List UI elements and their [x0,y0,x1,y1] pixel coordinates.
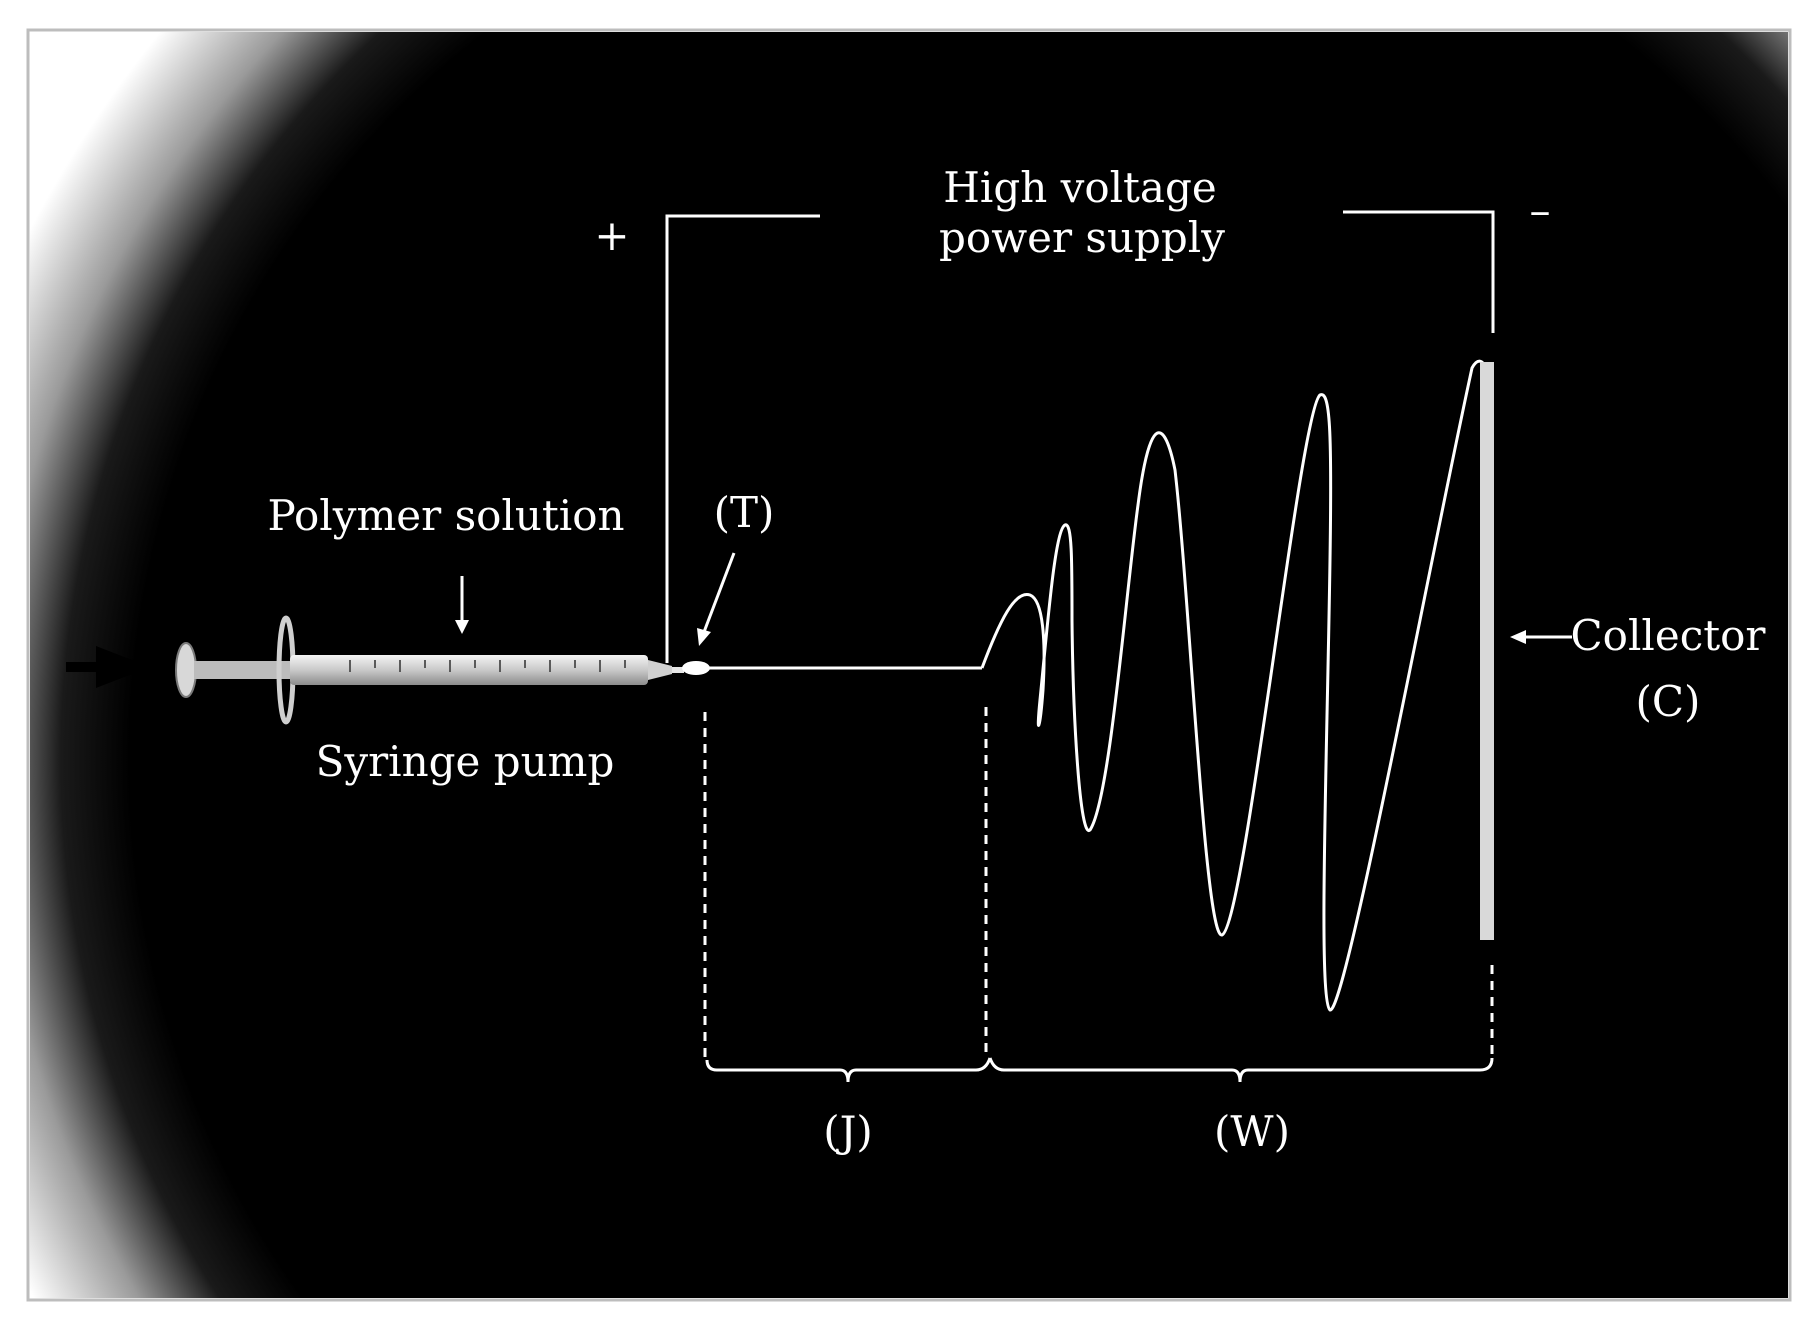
plus-terminal: + [594,211,629,260]
jet-region-label: (J) [823,1107,873,1156]
syringe-needle [672,667,684,673]
minus-terminal: – [1530,186,1551,235]
syringe-barrel [290,655,648,685]
syringe-plunger-head [175,642,197,698]
syringe [175,615,710,725]
tip-label: (T) [714,488,775,537]
power-supply-label-line1: High voltage [943,163,1216,212]
power-supply-circuit: High voltage power supply + – [594,163,1551,663]
syringe-pump-label: Syringe pump [316,737,615,786]
jet-region-brace [705,1057,992,1083]
collector-arrow-icon [1510,630,1572,644]
polymer-solution-arrow-icon [455,576,469,634]
push-arrow-icon [66,646,150,688]
collector-label-line1: Collector [1571,611,1767,660]
positive-lead [665,214,820,663]
collector-plate [1480,362,1494,940]
tip-arrow-icon [697,552,736,646]
syringe-hub [648,660,672,680]
whipping-region-label: (W) [1214,1107,1290,1156]
collector-label-line2: (C) [1636,677,1701,726]
syringe-plunger-rod [194,661,294,679]
negative-lead [1343,210,1495,333]
whipping-jet [980,359,1489,1012]
power-supply-label-line2: power supply [939,213,1225,262]
syringe-graduations [349,660,626,672]
whipping-region-brace [988,1057,1494,1083]
taylor-cone [682,661,710,675]
polymer-solution-label: Polymer solution [267,491,624,540]
